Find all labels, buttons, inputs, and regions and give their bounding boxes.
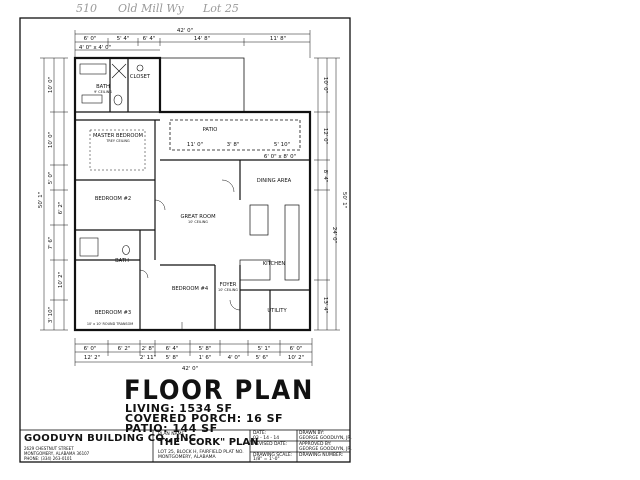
- dim-left-5: 7' 6": [48, 237, 54, 250]
- stat-patio: PATIO: 144 SF: [125, 422, 218, 435]
- dim-left-3: 5' 0": [48, 172, 54, 185]
- dim-top-inner: 4' 0" x 4' 0": [79, 45, 111, 51]
- dim-left-4: 6' 2": [58, 202, 64, 215]
- sheet-title: FLOOR PLAN: [124, 375, 315, 406]
- dim-right-5: 13' 4": [322, 297, 328, 313]
- dim-patio-4: 6' 0" x 8' 0": [264, 154, 296, 160]
- trey-ceiling: [89, 129, 146, 171]
- room-bedroom3-sub: 10' x 10' ROUND TRANSOM: [87, 322, 133, 326]
- title-block-lot-info1: LOT 25, BLOCK H, FAIRFIELD PLAT NO.: [158, 450, 244, 455]
- room-labels: BATH 9' CEILING CLOSET MASTER BEDROOM TR…: [87, 74, 292, 326]
- title-block-drawn-label: DRAWN BY:: [299, 431, 324, 436]
- handwritten-lot: Lot 25: [203, 2, 239, 15]
- dim-top-2: 5' 4": [117, 36, 130, 42]
- dim-top-1: 6' 0": [84, 36, 97, 42]
- title-block-scale-label: DRAWING SCALE:: [253, 453, 293, 458]
- handwritten-street: Old Mill Wy: [118, 2, 184, 15]
- title-block-approved-label: APPROVED BY:: [299, 442, 332, 447]
- room-bedroom3: BEDROOM #3: [95, 310, 131, 316]
- dim-bottom-row1-3: 2' 8": [142, 346, 155, 352]
- room-great-room: GREAT ROOM: [180, 214, 215, 220]
- dim-bottom-row1-7: 6' 0": [290, 346, 303, 352]
- room-kitchen: KITCHEN: [263, 261, 286, 267]
- dim-patio-1: 11' 0": [187, 142, 203, 148]
- doors: [139, 179, 241, 330]
- dim-bottom-row1-2: 6' 2": [118, 346, 131, 352]
- dim-bottom-row1-1: 6' 0": [84, 346, 97, 352]
- title-block-lot-info2: MONTGOMERY, ALABAMA: [158, 455, 216, 460]
- dim-bottom-row1-5: 5' 8": [199, 346, 212, 352]
- bottom-dimension-lines: [74, 338, 313, 366]
- title-block-sheet-label: DRAWING NUMBER:: [299, 453, 344, 458]
- dim-bottom-total: 42' 0": [182, 366, 198, 372]
- title-block-date-label: DATE:: [253, 431, 267, 436]
- dim-bottom-row2-3: 5' 8": [166, 355, 179, 361]
- right-dimension-lines: [314, 57, 340, 331]
- title-block-approved-value: GEORGE GOODUYN, JR.: [299, 447, 352, 452]
- dim-top-total: 42' 0": [177, 28, 193, 34]
- patio-outline: [159, 57, 301, 151]
- title-block-drawn-value: GEORGE GOODUYN, JR.: [299, 436, 352, 441]
- dim-patio-2: 3' 8": [227, 142, 240, 148]
- title-block-frame: [19, 429, 351, 463]
- title-block-scale-value: 1/8" = 1'-0": [253, 457, 280, 462]
- title-block-date-value: 03 - 14 - 14: [253, 436, 280, 441]
- kitchen-counters: [239, 204, 300, 281]
- dim-bottom-row2-4: 1' 6": [199, 355, 212, 361]
- dim-right-1: 10' 0": [322, 77, 328, 93]
- title-block-plan-label: PLAN NAME: [158, 432, 185, 437]
- room-closet: CLOSET: [130, 74, 151, 80]
- bath-fixtures: [79, 63, 144, 257]
- room-utility: UTILITY: [267, 308, 287, 314]
- room-bath2: BATH: [115, 258, 129, 264]
- dim-right-3: 8' 4": [322, 170, 328, 183]
- dim-right-total: 50' 1": [341, 192, 347, 208]
- dim-bottom-row1-4: 6' 4": [166, 346, 179, 352]
- room-bath-master-sub: 9' CEILING: [94, 90, 112, 94]
- title-block-revised-label: REVISED DATE:: [253, 442, 288, 447]
- dim-left-7: 3' 10": [48, 307, 54, 323]
- room-great-room-sub: 10' CEILING: [188, 220, 208, 224]
- title-block-address2: MONTGOMERY, ALABAMA 36107: [24, 451, 90, 456]
- dim-top-4: 14' 8": [194, 36, 210, 42]
- dim-left-1: 10' 0": [48, 77, 54, 93]
- dim-bottom-row1-6: 5' 1": [258, 346, 271, 352]
- room-bedroom2: BEDROOM #2: [95, 196, 131, 202]
- title-block-company: GOODUYN BUILDING CO., INC.: [24, 433, 201, 444]
- dim-top-3: 6' 4": [143, 36, 156, 42]
- left-dimension-lines: [40, 57, 68, 331]
- dim-bottom-row2-6: 5' 6": [256, 355, 269, 361]
- stat-living: LIVING: 1534 SF: [125, 402, 233, 415]
- stat-covered-porch: COVERED PORCH: 16 SF: [125, 412, 284, 425]
- title-block-address1: 2629 CHESTNUT STREET: [24, 446, 74, 451]
- title-block-plan-name: THE "CORK" PLAN: [158, 437, 259, 448]
- title-block-phone: PHONE: (334) 263-0101: [24, 456, 72, 461]
- room-bath-master: BATH: [96, 84, 110, 90]
- dim-top-5: 11' 8": [270, 36, 286, 42]
- handwritten-lot-number: 510: [76, 2, 97, 15]
- room-dining: DINING AREA: [257, 178, 292, 184]
- dim-bottom-row2-1: 12' 2": [84, 355, 100, 361]
- room-master-bedroom: MASTER BEDROOM: [93, 133, 143, 139]
- room-foyer-sub: 10' CEILING: [218, 288, 238, 292]
- top-dimension-lines: [74, 30, 311, 58]
- room-foyer: FOYER: [220, 282, 237, 288]
- dimension-labels: 42' 0" 6' 0" 5' 4" 6' 4" 14' 8" 11' 8" 4…: [38, 28, 347, 372]
- dim-right-2: 12' 0": [322, 128, 328, 144]
- dim-left-6: 10' 2": [58, 272, 64, 288]
- dim-bottom-row2-2: 2' 11": [140, 355, 156, 361]
- dim-patio-3: 5' 10": [274, 142, 290, 148]
- interior-walls: [75, 58, 310, 330]
- dim-left-total: 50' 1": [38, 192, 44, 208]
- dim-bottom-row2-5: 4' 0": [228, 355, 241, 361]
- room-master-bedroom-sub: TREY CEILING: [105, 139, 130, 143]
- room-bedroom4: BEDROOM #4: [172, 286, 209, 292]
- dim-bottom-row2-7: 10' 2": [288, 355, 304, 361]
- dim-right-4: 24' 0": [331, 227, 337, 243]
- room-patio: PATIO: [203, 127, 218, 133]
- dim-left-2: 10' 0": [48, 132, 54, 148]
